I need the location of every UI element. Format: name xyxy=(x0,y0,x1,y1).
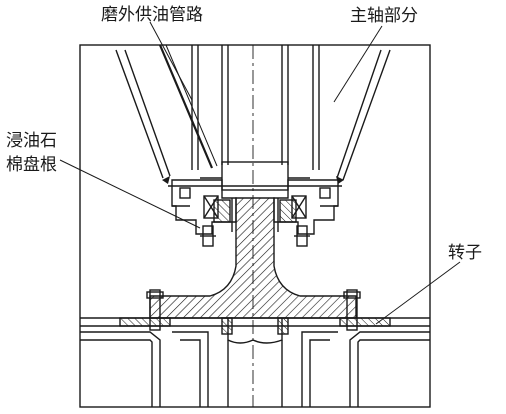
rotor-inner-right xyxy=(301,331,338,407)
housing-bolt-right xyxy=(319,187,331,199)
bearing-cap xyxy=(221,161,289,191)
label-main-shaft: 主轴部分 xyxy=(350,6,418,26)
label-packing-line2: 棉盘根 xyxy=(6,155,57,175)
seal-marker-right xyxy=(336,176,344,184)
leader-main-shaft xyxy=(333,25,383,103)
label-rotor: 转子 xyxy=(448,243,482,263)
leader-oil-supply xyxy=(149,21,193,101)
label-packing-line1: 浸油石 xyxy=(6,131,57,151)
outer-frame xyxy=(79,44,431,408)
rotor-plate-left xyxy=(80,331,161,407)
label-oil-supply: 磨外供油管路 xyxy=(101,5,203,25)
flange-bolt-left xyxy=(149,289,161,331)
oil-supply-pipe xyxy=(158,44,214,169)
rotor-inner-left xyxy=(172,331,209,407)
leader-packing xyxy=(59,159,201,229)
leader-rotor xyxy=(375,261,461,325)
lower-bore xyxy=(227,318,283,344)
flange-bolt-right xyxy=(346,289,358,331)
rotor-plate-right xyxy=(349,331,430,407)
housing-bolt-left xyxy=(179,187,191,199)
shaft-hub xyxy=(149,197,357,319)
packing-ring-right xyxy=(279,199,297,223)
cone-right-outer xyxy=(342,49,391,181)
cone-left-outer xyxy=(115,49,164,179)
packing-ring-left xyxy=(213,199,231,223)
seal-marker-left xyxy=(162,176,170,184)
